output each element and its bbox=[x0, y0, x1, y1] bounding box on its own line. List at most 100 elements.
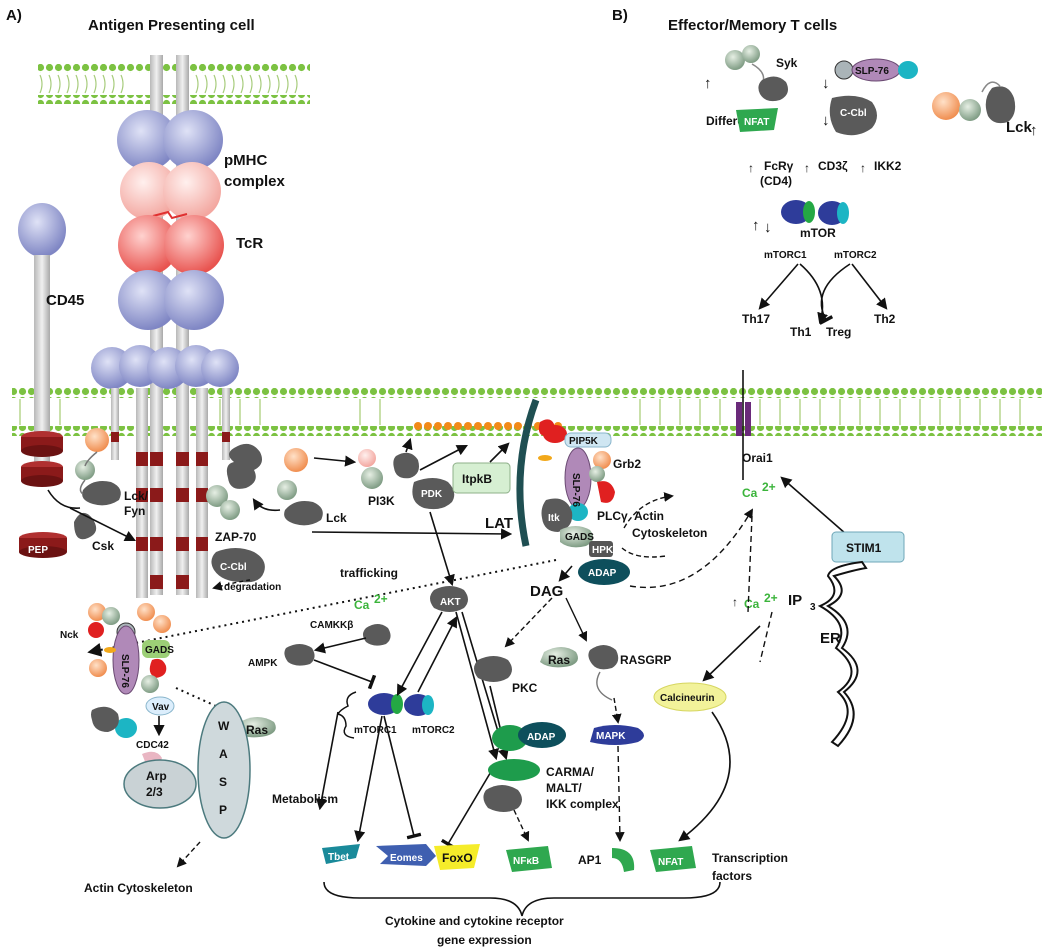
ras-label: Ras bbox=[548, 653, 570, 667]
b-down-arrow-slp76: ↓ bbox=[822, 75, 830, 92]
tbet-shape bbox=[322, 844, 360, 864]
syk-protein-b bbox=[725, 45, 788, 102]
b-nfat-shape bbox=[736, 108, 778, 132]
pmhc-label-2: complex bbox=[224, 173, 286, 190]
er-label: ER bbox=[820, 630, 841, 647]
nfkb-shape bbox=[506, 846, 552, 872]
panel-a-title: Antigen Presenting cell bbox=[88, 17, 255, 34]
mapk-protein bbox=[590, 725, 644, 745]
mtorc1-label: mTORC1 bbox=[354, 725, 397, 736]
c-cbl-label: C-Cbl bbox=[220, 562, 247, 573]
pdk-label: PDK bbox=[421, 489, 443, 500]
tbet-label: Tbet bbox=[328, 852, 350, 863]
b-cd3-label: CD3ζ bbox=[818, 159, 848, 173]
csk-protein bbox=[74, 512, 97, 540]
orai1-channel bbox=[736, 370, 751, 480]
calcineurin-label: Calcineurin bbox=[660, 693, 714, 704]
nfat-shape bbox=[650, 846, 696, 872]
ap1-shape bbox=[612, 848, 635, 872]
rasgrp-label: RASGRP bbox=[620, 653, 671, 667]
nfkb-label: NFκB bbox=[513, 856, 539, 867]
panel-b-letter: B) bbox=[612, 7, 628, 24]
vav-label: Vav bbox=[152, 702, 170, 713]
ca-up-arrow: ↑ bbox=[732, 595, 738, 609]
itpkb-label: ItpkB bbox=[462, 472, 492, 486]
b-mtor-label: mTOR bbox=[800, 226, 836, 240]
b-ikk2-label: IKK2 bbox=[874, 159, 902, 173]
arp-label-1: Arp bbox=[146, 769, 167, 783]
akt-label: AKT bbox=[440, 597, 461, 608]
panel-a-letter: A) bbox=[6, 7, 22, 24]
lat-protein bbox=[516, 398, 540, 547]
arp23-complex bbox=[123, 759, 197, 809]
ca-sup-1: 2+ bbox=[374, 592, 388, 606]
tcr-label: TcR bbox=[236, 235, 263, 252]
ras-protein bbox=[540, 647, 578, 668]
carma-complex bbox=[483, 722, 566, 812]
ras-label-2: Ras bbox=[246, 723, 268, 737]
lck-fyn-protein bbox=[75, 428, 121, 506]
wasp-label-p: P bbox=[219, 803, 227, 817]
b-lck-label: Lck bbox=[1006, 119, 1033, 136]
slp76-complex bbox=[541, 432, 630, 585]
wasp-label-a: A bbox=[219, 747, 228, 761]
c-cbl-protein bbox=[211, 548, 265, 583]
pkc-protein bbox=[474, 656, 512, 682]
adap-label: ADAP bbox=[588, 568, 617, 579]
calcineurin-protein bbox=[653, 682, 727, 712]
actin-label-2: Cytoskeleton bbox=[632, 526, 707, 540]
ap1-label: AP1 bbox=[578, 853, 602, 867]
b-mtorc2-label: mTORC2 bbox=[834, 250, 877, 261]
itk-label: Itk bbox=[548, 513, 560, 524]
pmhc-label-1: pMHC bbox=[224, 152, 267, 169]
lat-label: LAT bbox=[485, 515, 513, 532]
grb2-label: Grb2 bbox=[613, 457, 641, 471]
ip3-sub: 3 bbox=[810, 602, 816, 613]
er-membrane bbox=[817, 560, 868, 748]
pep-label: PEP bbox=[28, 545, 48, 556]
cdc42-label: CDC42 bbox=[136, 740, 169, 751]
itpkb-box bbox=[452, 462, 511, 494]
tf-label-2: factors bbox=[712, 869, 752, 883]
actin-cytoskeleton-label: Actin Cytoskeleton bbox=[84, 881, 193, 895]
ca-sup-3: 2+ bbox=[764, 591, 778, 605]
b-nfat-label: NFAT bbox=[744, 117, 769, 128]
slp76-label: SLP-76 bbox=[570, 473, 581, 507]
cd45-receptor bbox=[18, 203, 66, 487]
b-mtor-up: ↑ bbox=[752, 217, 760, 234]
pi3k-label: PI3K bbox=[368, 494, 395, 508]
rasgrp-protein bbox=[588, 645, 619, 670]
lck-fyn-label-1: Lck/ bbox=[124, 489, 149, 503]
hpk-label: HPK bbox=[592, 545, 614, 556]
stim1-box bbox=[831, 531, 905, 563]
b-syk-label: Syk bbox=[776, 56, 798, 70]
slp76-label-2: SLP-76 bbox=[119, 654, 130, 688]
pdk-protein bbox=[412, 478, 455, 510]
ca-label-3: Ca bbox=[744, 597, 760, 611]
b-up-arrow-syk: ↑ bbox=[704, 75, 712, 92]
b-treg-label: Treg bbox=[826, 325, 851, 339]
mtor-b bbox=[781, 200, 849, 225]
carma-label-1: CARMA/ bbox=[546, 765, 595, 779]
b-fcr-label-2: (CD4) bbox=[760, 174, 792, 188]
cd45-label: CD45 bbox=[46, 292, 84, 309]
metabolism-label: Metabolism bbox=[272, 792, 338, 806]
camkk-label: CAMKKβ bbox=[310, 620, 353, 631]
b-mtorc1-label: mTORC1 bbox=[764, 250, 807, 261]
apc-membrane bbox=[38, 64, 310, 104]
wasp-protein bbox=[197, 701, 251, 839]
akt-protein bbox=[430, 586, 468, 612]
ampk-label: AMPK bbox=[248, 658, 278, 669]
gads-label: GADS bbox=[565, 532, 594, 543]
mapk-label: MAPK bbox=[596, 731, 626, 742]
b-th2-label: Th2 bbox=[874, 312, 896, 326]
b-lck-up: ↑ bbox=[1030, 122, 1038, 139]
stim1-label: STIM1 bbox=[846, 541, 882, 555]
pkc-label: PKC bbox=[512, 681, 538, 695]
eomes-label: Eomes bbox=[390, 853, 423, 864]
pip5k-label: PIP5K bbox=[569, 436, 599, 447]
pep-protein bbox=[19, 532, 67, 558]
b-slp76-label: SLP-76 bbox=[855, 66, 889, 77]
b-mtor-down: ↓ bbox=[764, 219, 772, 236]
